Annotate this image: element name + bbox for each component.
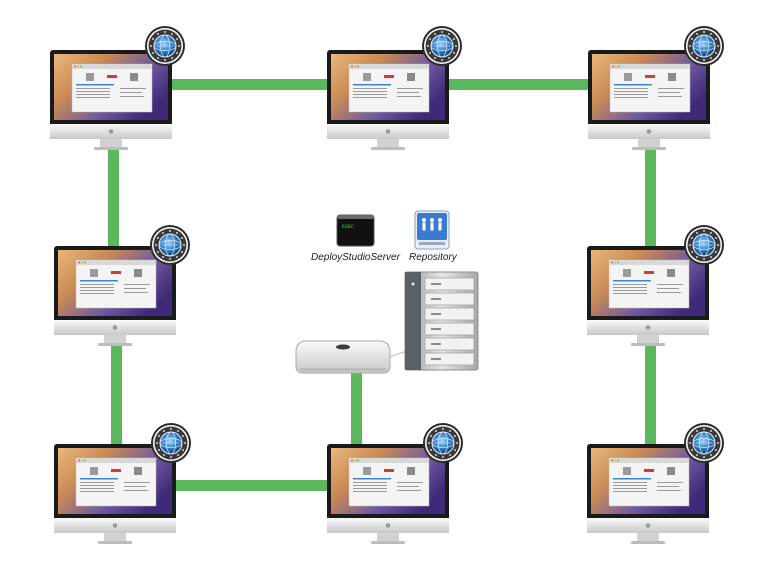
network-drive-icon — [414, 210, 450, 250]
mac-mini-icon — [295, 340, 391, 374]
raid-storage-icon — [404, 271, 479, 371]
link-server-client-8 — [351, 372, 362, 450]
client-computer — [49, 25, 186, 151]
link-client-1-client-4 — [108, 150, 119, 250]
network-links — [108, 79, 656, 491]
deploystudio-badge-icon — [422, 422, 464, 464]
deploystudio-badge-icon — [683, 224, 725, 266]
server-app-label: DeployStudioServer — [311, 252, 400, 263]
deploystudio-badge-icon — [683, 25, 725, 67]
imac-computer-icon — [587, 49, 711, 151]
client-computer — [53, 224, 191, 347]
client-computer — [53, 422, 192, 545]
imac-computer-icon — [53, 245, 177, 347]
client-computer — [326, 25, 463, 151]
link-client-6-client-9 — [645, 346, 656, 446]
imac-computer-icon — [586, 443, 710, 545]
deploystudio-badge-icon — [421, 25, 463, 67]
svg-text:EXEC: EXEC — [342, 224, 354, 230]
deploystudio-badge-icon — [144, 25, 186, 67]
link-client-4-client-7 — [111, 345, 122, 447]
repository-label: Repository — [409, 252, 457, 263]
link-client-7-client-8 — [176, 480, 329, 491]
imac-computer-icon — [49, 49, 173, 151]
client-computer — [587, 25, 725, 151]
imac-computer-icon — [326, 49, 450, 151]
client-computer — [326, 422, 464, 545]
link-client-2-client-3 — [449, 79, 590, 90]
deploystudio-badge-icon — [149, 224, 191, 266]
imac-computer-icon — [586, 245, 710, 347]
imac-computer-icon — [326, 443, 450, 545]
link-client-3-client-6 — [645, 150, 656, 250]
link-client-1-client-2 — [172, 79, 330, 90]
deploystudio-badge-icon — [683, 422, 725, 464]
imac-computer-icon — [53, 443, 177, 545]
deploystudio-badge-icon — [150, 422, 192, 464]
terminal-icon: EXEC — [336, 214, 375, 247]
